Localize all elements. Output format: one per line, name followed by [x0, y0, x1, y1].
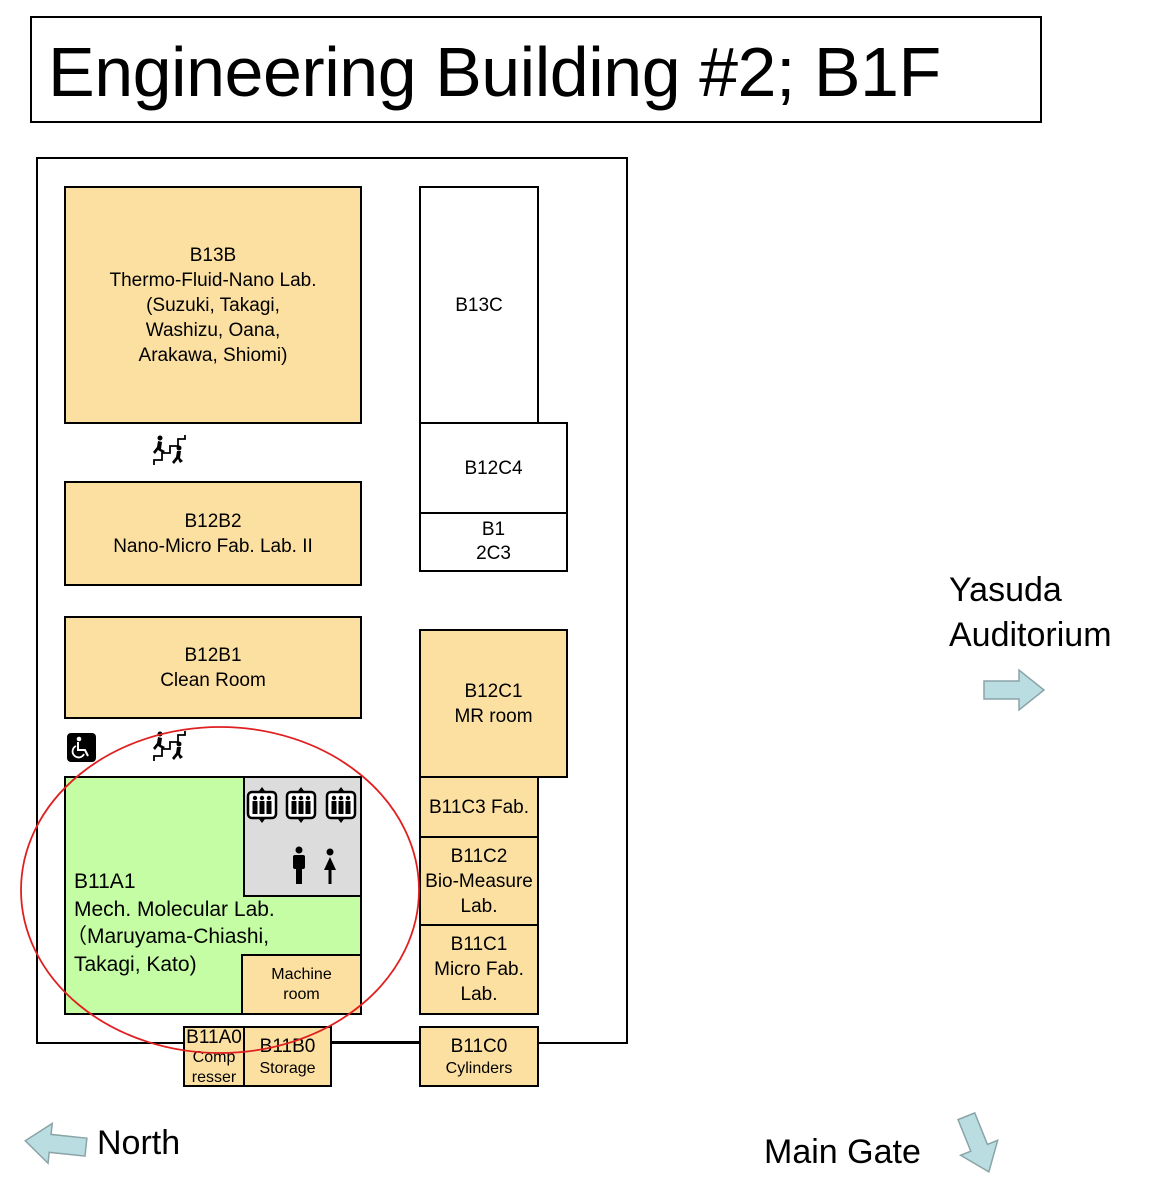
elevator-icon: [246, 787, 278, 823]
north-label: North: [97, 1124, 181, 1162]
room-id: B11B0: [259, 1036, 316, 1057]
room-desc: Thermo-Fluid-Nano Lab.: [109, 269, 317, 291]
room-desc: Washizu, Oana,: [145, 319, 281, 341]
arrow-right-icon: [983, 668, 1046, 712]
room-id: B11C3 Fab.: [429, 796, 529, 818]
room-desc: Clean Room: [160, 669, 266, 691]
room-b12b2[interactable]: B12B2 Nano-Micro Fab. Lab. II: [64, 481, 362, 586]
room-b11a0[interactable]: B11A0 Comp resser: [183, 1026, 245, 1087]
room-desc: resser: [191, 1069, 237, 1086]
service-core: [243, 776, 362, 897]
room-desc: (Suzuki, Takagi,: [146, 294, 280, 316]
auditorium-line: Auditorium: [949, 616, 1112, 654]
room-id: B12B2: [184, 510, 242, 532]
main-gate-label: Main Gate: [764, 1133, 921, 1171]
room-b13b[interactable]: B13B Thermo-Fluid-Nano Lab. (Suzuki, Tak…: [64, 186, 362, 424]
room-desc: Arakawa, Shiomi): [138, 344, 288, 366]
room-machine[interactable]: Machine room: [241, 954, 362, 1015]
room-b11c0[interactable]: B11C0 Cylinders: [419, 1026, 539, 1087]
room-desc: Nano-Micro Fab. Lab. II: [113, 535, 313, 557]
wheelchair-icon: [67, 733, 96, 762]
room-desc: Lab.: [460, 984, 498, 1005]
room-desc: room: [283, 985, 320, 1003]
room-b11b0[interactable]: B11B0 Storage: [243, 1026, 332, 1087]
room-b13c[interactable]: B13C: [419, 186, 539, 424]
room-id: B11A0: [186, 1027, 242, 1048]
room-b11c3[interactable]: B11C3 Fab.: [419, 776, 539, 838]
room-desc: Bio-Measure: [425, 870, 533, 892]
room-id: B12B1: [184, 644, 242, 666]
female-restroom-icon: [324, 848, 336, 884]
room-b12c4[interactable]: B12C4: [419, 422, 568, 514]
room-desc: Machine: [271, 965, 332, 983]
room-b12c3[interactable]: B1 2C3: [419, 512, 568, 572]
room-id: B12C4: [464, 457, 523, 479]
elevator-icon: [285, 787, 317, 823]
room-b11c2[interactable]: B11C2 Bio-Measure Lab.: [419, 836, 539, 926]
room-b12c1[interactable]: B12C1 MR room: [419, 629, 568, 778]
title-box: Engineering Building #2; B1F: [30, 16, 1042, 123]
room-desc: MR room: [454, 705, 533, 727]
room-id: B13C: [455, 294, 503, 316]
room-b12b1[interactable]: B12B1 Clean Room: [64, 616, 362, 719]
room-desc: Mech. Molecular Lab.: [74, 897, 275, 921]
room-id: B1: [481, 519, 506, 540]
room-desc: （Maruyama-Chiashi,: [66, 925, 270, 948]
building-wall-segment: [331, 1041, 420, 1043]
stairs-icon[interactable]: [152, 434, 188, 466]
room-b11c1[interactable]: B11C1 Micro Fab. Lab.: [419, 924, 539, 1015]
room-id: B11C1: [450, 934, 508, 955]
male-restroom-icon: [293, 846, 305, 884]
arrow-down-icon: [957, 1112, 999, 1174]
room-id: B13B: [189, 244, 237, 266]
elevator-group: [246, 787, 357, 823]
room-desc: Cylinders: [445, 1060, 513, 1077]
elevator-icon: [325, 787, 357, 823]
stairs-icon[interactable]: [152, 730, 188, 762]
room-desc: Comp: [192, 1049, 236, 1066]
room-id: B11C2: [450, 845, 508, 867]
page-title: Engineering Building #2; B1F: [48, 33, 941, 111]
room-desc: Micro Fab.: [434, 959, 524, 980]
room-desc: Storage: [259, 1060, 316, 1077]
yasuda-line: Yasuda: [949, 571, 1062, 609]
yasuda-label: Yasuda Auditorium: [949, 568, 1112, 658]
room-desc: Lab.: [460, 895, 498, 917]
room-id: 2C3: [476, 543, 511, 564]
room-id: B11C0: [450, 1036, 508, 1057]
room-id: B12C1: [464, 680, 523, 702]
arrow-left-icon: [24, 1122, 88, 1165]
